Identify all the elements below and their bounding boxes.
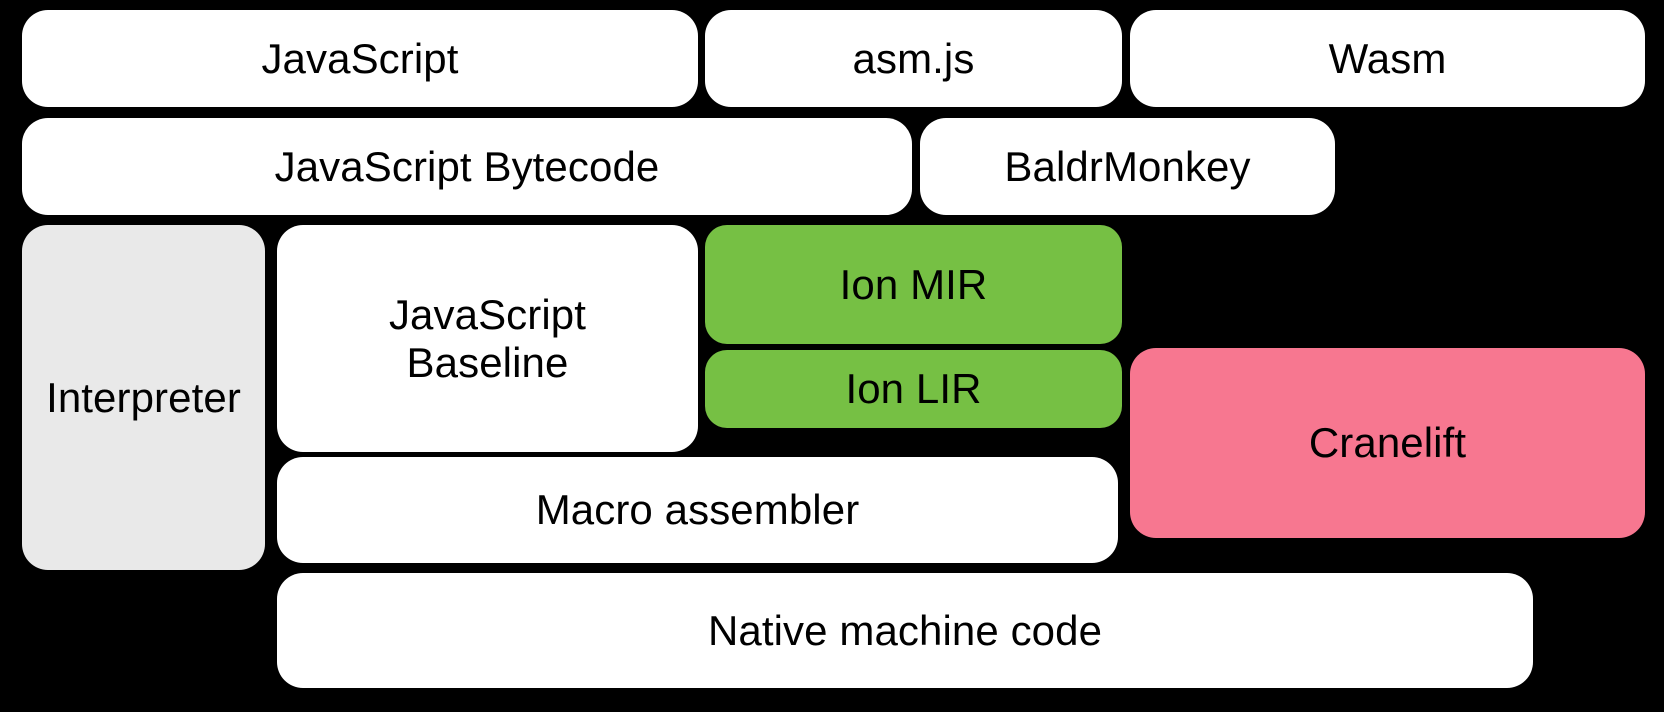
node-ion-lir: Ion LIR [705, 350, 1122, 428]
node-interpreter: Interpreter [22, 225, 265, 570]
node-javascript-baseline: JavaScript Baseline [277, 225, 698, 452]
node-javascript: JavaScript [22, 10, 698, 107]
node-wasm: Wasm [1130, 10, 1645, 107]
node-macro-assembler: Macro assembler [277, 457, 1118, 563]
node-javascript-bytecode: JavaScript Bytecode [22, 118, 912, 215]
node-native-machine-code: Native machine code [277, 573, 1533, 688]
node-cranelift: Cranelift [1130, 348, 1645, 538]
node-asmjs: asm.js [705, 10, 1122, 107]
node-ion-mir: Ion MIR [705, 225, 1122, 344]
node-baldrmonkey: BaldrMonkey [920, 118, 1335, 215]
